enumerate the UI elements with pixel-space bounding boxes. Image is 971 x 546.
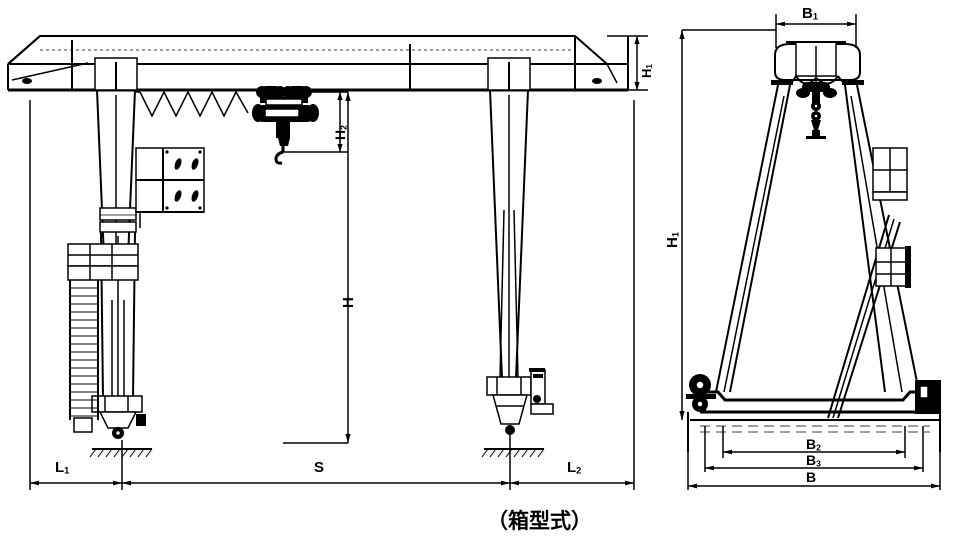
side-control-cabinet xyxy=(872,147,911,288)
side-end-view xyxy=(679,14,941,490)
electric-hoist-trolley xyxy=(252,86,319,165)
side-girder-cap xyxy=(771,41,864,100)
front-view-dimension-lines xyxy=(29,35,648,490)
side-sill-beam xyxy=(686,374,941,452)
dimension-label-H1-side: H1 xyxy=(664,231,681,248)
dimension-label-B: B xyxy=(806,469,817,485)
front-elevation-view xyxy=(7,35,648,490)
side-view-dimension-lines xyxy=(679,14,941,490)
drawing-caption: （箱型式） xyxy=(487,509,592,533)
dimension-label-L2: L2 xyxy=(567,459,582,476)
dimension-label-L1: L1 xyxy=(55,459,70,476)
right-leg-assembly xyxy=(486,57,554,435)
access-ladder xyxy=(69,280,99,433)
dimension-label-B3: B3 xyxy=(806,452,821,469)
side-hoist-hook xyxy=(796,82,837,139)
festoon-cable-zigzag xyxy=(136,90,249,118)
operator-platform xyxy=(67,243,139,281)
dimension-label-B1-top: B1 xyxy=(802,5,819,22)
dimension-label-B2: B2 xyxy=(806,436,821,453)
dimension-label-S: S xyxy=(314,459,325,476)
ground-rail-hatching xyxy=(89,448,545,458)
dimension-label-H2-hoist: H2 xyxy=(332,125,349,140)
control-cabinet xyxy=(135,147,205,228)
side-a-frame-legs xyxy=(715,84,920,419)
dimension-label-H-main: H xyxy=(340,297,357,308)
dimension-label-H1-top: H1 xyxy=(639,64,655,78)
